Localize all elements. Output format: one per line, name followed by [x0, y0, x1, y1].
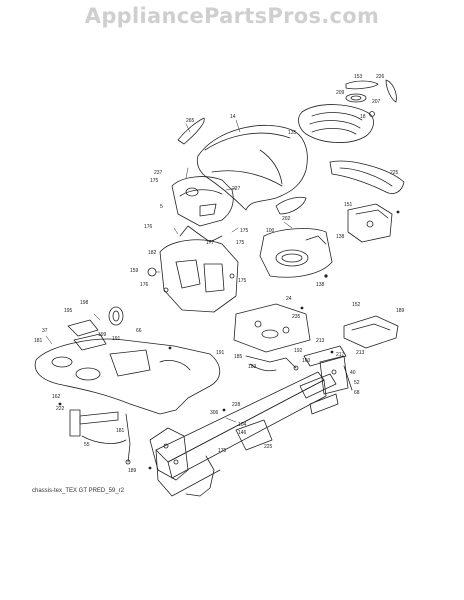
foot-pad-part[interactable]: [343, 315, 399, 349]
callout: 209: [336, 90, 345, 96]
callout: 202: [282, 216, 291, 222]
callout: 207: [372, 99, 381, 105]
callout: 175: [238, 278, 247, 284]
part-callouts: 153 226 209 207 18 265 14 135 225 237 17…: [34, 74, 405, 474]
callout: 37: [42, 328, 48, 334]
callout: 235: [292, 314, 301, 320]
callout: 227: [232, 186, 241, 192]
callout: 176: [140, 282, 149, 288]
callout: 5: [160, 204, 163, 210]
handle-part[interactable]: [177, 117, 205, 145]
mounting-plate-part[interactable]: [233, 303, 311, 353]
callout: 66: [136, 328, 142, 334]
diagram-footer-code: chassis-tex_TEX GT PRED_59_r2: [32, 488, 124, 494]
callout: 181: [34, 338, 43, 344]
callout: 160: [302, 358, 311, 364]
footrest-deck-part[interactable]: [34, 306, 221, 415]
watermark-text: AppliancePartsPros.com: [84, 4, 380, 28]
callout: 152: [352, 302, 361, 308]
callout: 55: [84, 442, 90, 448]
callout: 138: [316, 282, 325, 288]
rear-bracket-part[interactable]: [303, 345, 353, 395]
callout: 138: [336, 234, 345, 240]
callout: 183: [248, 364, 257, 370]
callout: 135: [288, 130, 297, 136]
callout: 191: [216, 350, 225, 356]
callout: 189: [396, 308, 405, 314]
callout: 159: [130, 268, 139, 274]
callout: 175: [240, 228, 249, 234]
callout: 192: [294, 348, 303, 354]
grille-part[interactable]: [298, 104, 374, 143]
callout: 14: [230, 114, 236, 120]
callout: 222: [56, 406, 65, 412]
callout: 226: [376, 74, 385, 80]
callout: 225: [390, 170, 399, 176]
steering-support-part[interactable]: [147, 225, 239, 313]
callout: 100: [266, 228, 275, 234]
headlight-parts[interactable]: [345, 79, 397, 117]
callout: 191: [112, 336, 121, 342]
callout: 213: [316, 338, 325, 344]
callout: 176: [144, 224, 153, 230]
callout: 185: [234, 354, 243, 360]
bracket-part[interactable]: [347, 203, 393, 243]
callout: 306: [210, 410, 219, 416]
leader-lines: [45, 119, 293, 423]
callout: 175: [236, 240, 245, 246]
callout: 175: [218, 448, 227, 454]
callout: 68: [354, 390, 360, 396]
callout: 198: [80, 300, 89, 306]
callout: 199: [98, 332, 107, 338]
callout: 217: [336, 352, 345, 358]
callout: 52: [354, 380, 360, 386]
callout: 213: [356, 350, 365, 356]
callout: 195: [64, 308, 73, 314]
callout: 177: [206, 240, 215, 246]
fastener-dots: [58, 210, 400, 470]
linkage-part[interactable]: [245, 355, 299, 372]
side-panel-part[interactable]: [329, 160, 405, 194]
callout: 225: [264, 444, 273, 450]
callout: 18: [360, 114, 366, 120]
callout: 181: [116, 428, 125, 434]
callout: 104: [238, 422, 247, 428]
callout: 189: [128, 468, 137, 474]
callout: 153: [354, 74, 363, 80]
hood-part[interactable]: [196, 124, 308, 211]
callout: 162: [52, 394, 61, 400]
callout: 175: [150, 178, 159, 184]
callout: 40: [350, 370, 356, 376]
callout: 265: [186, 118, 195, 124]
lower-bracket-part[interactable]: [69, 409, 131, 465]
shroud-part[interactable]: [259, 228, 333, 278]
callout: 146: [238, 430, 247, 436]
callout: 151: [344, 202, 353, 208]
callout: 24: [286, 296, 292, 302]
dash-tower-part[interactable]: [171, 176, 234, 227]
callout: 228: [232, 402, 241, 408]
callout: 237: [154, 170, 163, 176]
panel-part[interactable]: [275, 196, 307, 215]
callout: 182: [148, 250, 157, 256]
chassis-frame-part[interactable]: [149, 371, 339, 497]
